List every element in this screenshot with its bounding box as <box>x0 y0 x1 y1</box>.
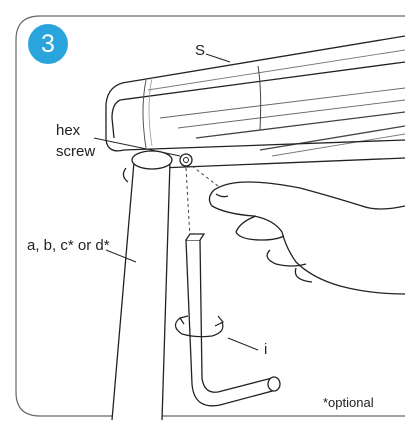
hex-screw <box>179 153 193 167</box>
guide-line-vertical <box>185 167 191 239</box>
label-hex-key-i: i <box>264 341 268 358</box>
footnote-optional: *optional <box>323 395 374 410</box>
step-number-badge: 3 <box>28 24 68 64</box>
label-legs: a, b, c* or d* <box>27 237 110 254</box>
beam-profile <box>105 35 405 169</box>
rotate-arrow-icon <box>174 315 224 338</box>
label-hex-screw-2: screw <box>56 143 96 160</box>
hex-key <box>185 233 281 407</box>
frame-border <box>15 15 405 417</box>
label-hex-screw-1: hex <box>56 122 81 139</box>
label-profile-s: S <box>195 42 206 59</box>
leader-lines <box>93 53 259 351</box>
guide-line-diagonal <box>191 165 219 187</box>
table-leg <box>111 150 173 421</box>
hand-illustration <box>208 181 405 295</box>
